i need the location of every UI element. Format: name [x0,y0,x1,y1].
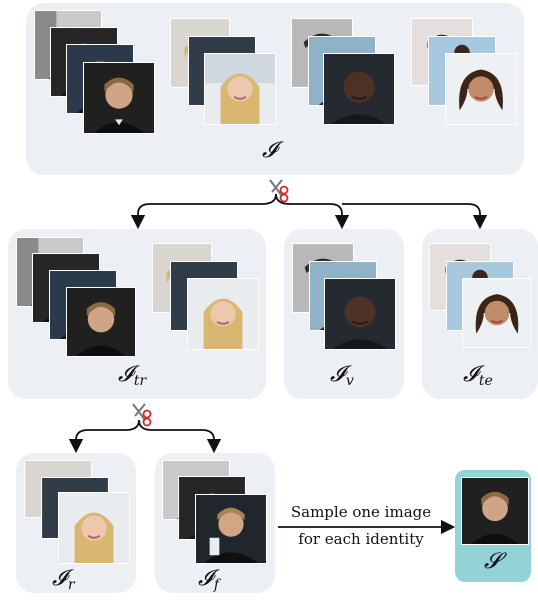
scissors-icon [132,403,152,427]
face-image-identity-d [462,278,532,348]
split-arrow-test [342,203,488,230]
split-arrow-train [130,193,277,230]
face-image-identity-a [461,477,529,545]
face-image-identity-b [187,278,259,350]
sample-caption-line1: Sample one image [290,503,432,521]
face-image-identity-c [323,53,395,125]
label-retain: 𝓘r [52,566,75,593]
face-image-identity-b [58,492,130,564]
label-sample: 𝓢 [484,549,502,574]
label-train: 𝓘tr [118,362,147,389]
label-all: 𝓘 [262,138,277,163]
face-image-identity-d [445,53,517,125]
sample-caption-line2: for each identity [298,530,424,548]
sample-caption: Sample one image for each identity [280,502,442,550]
label-val: 𝓘v [330,362,354,389]
split-arrow-retain [68,419,140,454]
face-image-identity-a [195,494,267,564]
split-arrow-forget [138,419,222,454]
label-test: 𝓘te [463,362,493,389]
face-image-identity-c [324,278,396,350]
label-forget: 𝓘f [198,566,220,593]
scissors-icon [269,179,289,203]
face-image-identity-b [204,53,276,125]
face-image-identity-a [66,287,136,357]
face-image-identity-a [83,62,155,134]
split-arrow-val [275,193,350,230]
